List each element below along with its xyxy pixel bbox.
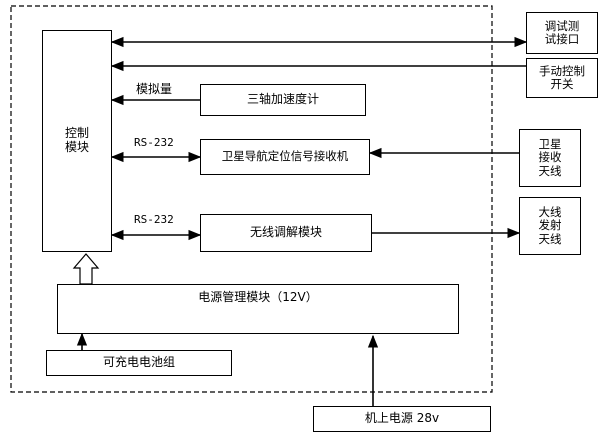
tx-antenna-box: 大线 发射 天线 — [519, 197, 581, 255]
manual-switch-box: 手动控制 开关 — [526, 58, 598, 98]
tx-antenna-label-line2: 发射 — [538, 218, 562, 233]
manual-switch-label-line2: 开关 — [550, 77, 574, 91]
accelerometer-label: 三轴加速度计 — [246, 92, 319, 107]
aircraft-power-label: 机上电源 28v — [364, 411, 440, 426]
aircraft-power-box: 机上电源 28v — [313, 406, 491, 432]
power-management-label: 电源管理模块（12V） — [198, 290, 318, 304]
gnss-receiver-label: 卫星导航定位信号接收机 — [221, 149, 349, 164]
debug-port-label-line1: 调试测 — [544, 18, 580, 33]
manual-switch-label-line1: 手动控制 — [539, 63, 585, 78]
hollow-arrow-power-control — [72, 253, 100, 285]
tx-antenna-label-line3: 天线 — [538, 231, 562, 246]
control-module-box: 控制 模块 — [42, 30, 112, 252]
sat-rx-antenna-box: 卫星 接收 天线 — [519, 129, 581, 187]
rs232-label-gnss: RS-232 — [134, 136, 174, 149]
battery-pack-box: 可充电电池组 — [46, 350, 232, 376]
device-enclosure-border — [10, 5, 493, 393]
control-module-label-line1: 控制 — [64, 126, 89, 141]
wireless-modem-label: 无线调解模块 — [249, 225, 322, 240]
rs232-label-modem: RS-232 — [134, 213, 174, 226]
sat-rx-antenna-label-line1: 卫星 — [538, 137, 562, 152]
sat-rx-antenna-label-line2: 接收 — [538, 150, 562, 165]
debug-port-label-line2: 试接口 — [544, 32, 580, 46]
power-management-box: 电源管理模块（12V） — [57, 284, 459, 334]
tx-antenna-label-line1: 大线 — [538, 205, 562, 220]
analog-label: 模拟量 — [136, 82, 173, 96]
gnss-receiver-box: 卫星导航定位信号接收机 — [200, 139, 370, 175]
battery-pack-label: 可充电电池组 — [102, 355, 175, 370]
debug-port-box: 调试测 试接口 — [526, 12, 598, 54]
control-module-label-line2: 模块 — [64, 140, 89, 154]
wireless-modem-box: 无线调解模块 — [200, 214, 372, 252]
sat-rx-antenna-label-line3: 天线 — [538, 163, 562, 178]
accelerometer-box: 三轴加速度计 — [200, 84, 366, 116]
